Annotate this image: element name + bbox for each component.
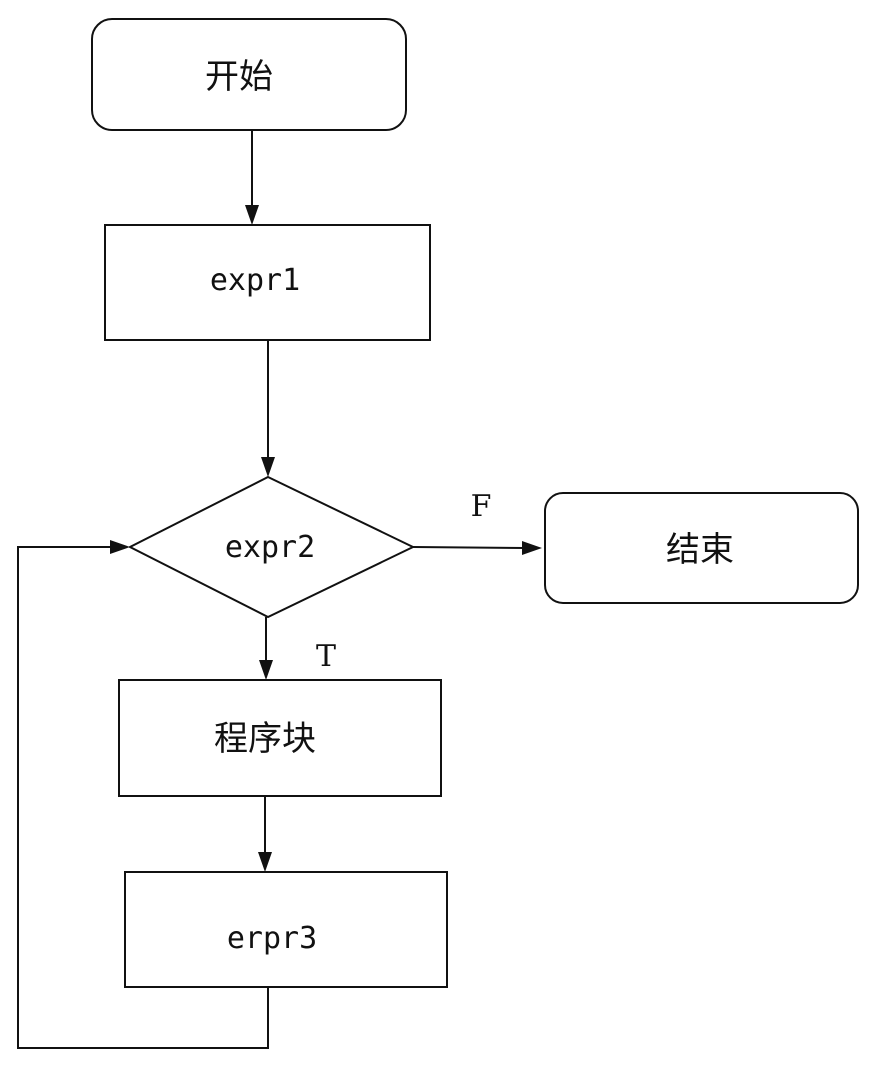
body-label: 程序块 [214,719,316,759]
arrow-init-to-condition [261,340,275,477]
arrow-loop-back [17,540,269,1049]
arrow-start-to-init [245,130,259,225]
condition-label: expr2 [225,530,315,565]
init-node: expr1 [104,224,431,341]
start-node: 开始 [91,18,407,131]
end-node: 结束 [544,492,859,604]
update-label: erpr3 [227,921,317,956]
true-label: T [316,639,336,674]
start-label: 开始 [205,57,273,97]
init-label: expr1 [210,263,300,298]
arrow-false-to-end: F [412,489,542,555]
arrow-body-to-update [258,796,272,872]
body-node: 程序块 [118,679,442,797]
end-label: 结束 [666,530,734,570]
condition-node: expr2 [127,475,416,619]
update-node: erpr3 [124,871,448,988]
false-label: F [471,489,492,524]
arrow-true-to-body: T [259,617,336,680]
